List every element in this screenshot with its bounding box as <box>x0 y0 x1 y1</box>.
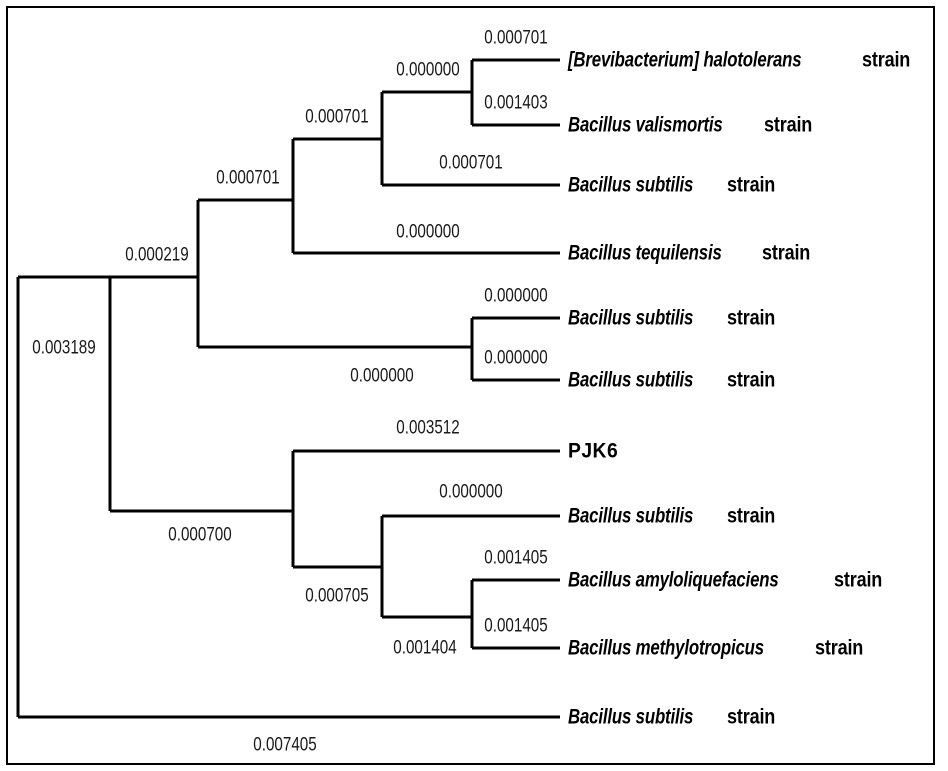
branch-length-label: 0.000701 <box>305 106 369 128</box>
branch-length-label: 0.000701 <box>439 152 503 174</box>
branch-length-label: 0.001405 <box>484 547 548 569</box>
branch-length-label: 0.001405 <box>484 615 548 637</box>
tip-species-name: Bacillus subtilis <box>568 368 694 392</box>
tip-strain-suffix: strain <box>726 306 775 330</box>
branch-length-label: 0.000219 <box>125 244 189 266</box>
branch-length-label: 0.007405 <box>253 734 317 756</box>
tip-strain-suffix: strain <box>762 241 811 265</box>
branch-length-label: 0.000000 <box>396 221 460 243</box>
branch-length-label: 0.000705 <box>305 585 369 607</box>
tip-strain-suffix: strain <box>763 113 812 137</box>
tip-label: [Brevibacterium] halotolerans strain <box>568 50 918 71</box>
tip-strain-suffix: strain <box>833 568 882 592</box>
branch-length-label: 0.001404 <box>393 637 457 659</box>
tip-species-name: Bacillus amyloliquefaciens <box>568 568 779 592</box>
branch-length-label: 0.000000 <box>484 285 548 307</box>
tip-species-name: PJK6 <box>568 439 619 463</box>
tip-label: Bacillus amyloliquefaciens strain <box>568 570 890 591</box>
tip-label: Bacillus subtilis strain <box>568 506 783 527</box>
tip-species-name: Bacillus subtilis <box>568 173 694 197</box>
branch-length-label: 0.000000 <box>484 347 548 369</box>
branch-length-label: 0.001403 <box>484 92 548 114</box>
tip-strain-suffix: strain <box>726 368 775 392</box>
tip-species-name: Bacillus valismortis <box>568 113 723 137</box>
tip-label: Bacillus valismortis strain <box>568 115 820 136</box>
tip-strain-suffix: strain <box>815 636 864 660</box>
branch-length-label: 0.003512 <box>396 417 460 439</box>
tip-label: Bacillus subtilis strain <box>568 370 783 391</box>
tip-species-name: Bacillus methylotropicus <box>568 636 764 660</box>
tip-strain-suffix: strain <box>862 48 911 72</box>
tip-strain-suffix: strain <box>726 504 775 528</box>
tip-species-name: Bacillus subtilis <box>568 705 694 729</box>
tip-label: Bacillus subtilis strain <box>568 308 783 329</box>
branch-length-label: 0.003189 <box>32 337 96 359</box>
tip-species-name: Bacillus tequilensis <box>568 241 722 265</box>
branch-length-label: 0.000701 <box>484 27 548 49</box>
branch-length-label: 0.000000 <box>439 481 503 503</box>
tip-label: Bacillus subtilis strain <box>568 707 783 728</box>
tip-label: Bacillus methylotropicus strain <box>568 638 871 659</box>
branch-length-label: 0.000000 <box>396 59 460 81</box>
tip-strain-suffix: strain <box>726 173 775 197</box>
tip-species-name: [Brevibacterium] halotolerans <box>568 48 802 72</box>
branch-length-label: 0.000000 <box>350 365 414 387</box>
branch-length-label: 0.000701 <box>216 167 280 189</box>
tip-strain-suffix: strain <box>726 705 775 729</box>
tip-label: Bacillus subtilis strain <box>568 175 783 196</box>
tip-label: Bacillus tequilensis strain <box>568 243 818 264</box>
tip-species-name: Bacillus subtilis <box>568 306 694 330</box>
tip-label: PJK6 <box>568 441 619 462</box>
branch-length-label: 0.000700 <box>168 524 232 546</box>
figure-border <box>6 6 935 765</box>
tip-species-name: Bacillus subtilis <box>568 504 694 528</box>
branch-segments <box>16 58 560 719</box>
